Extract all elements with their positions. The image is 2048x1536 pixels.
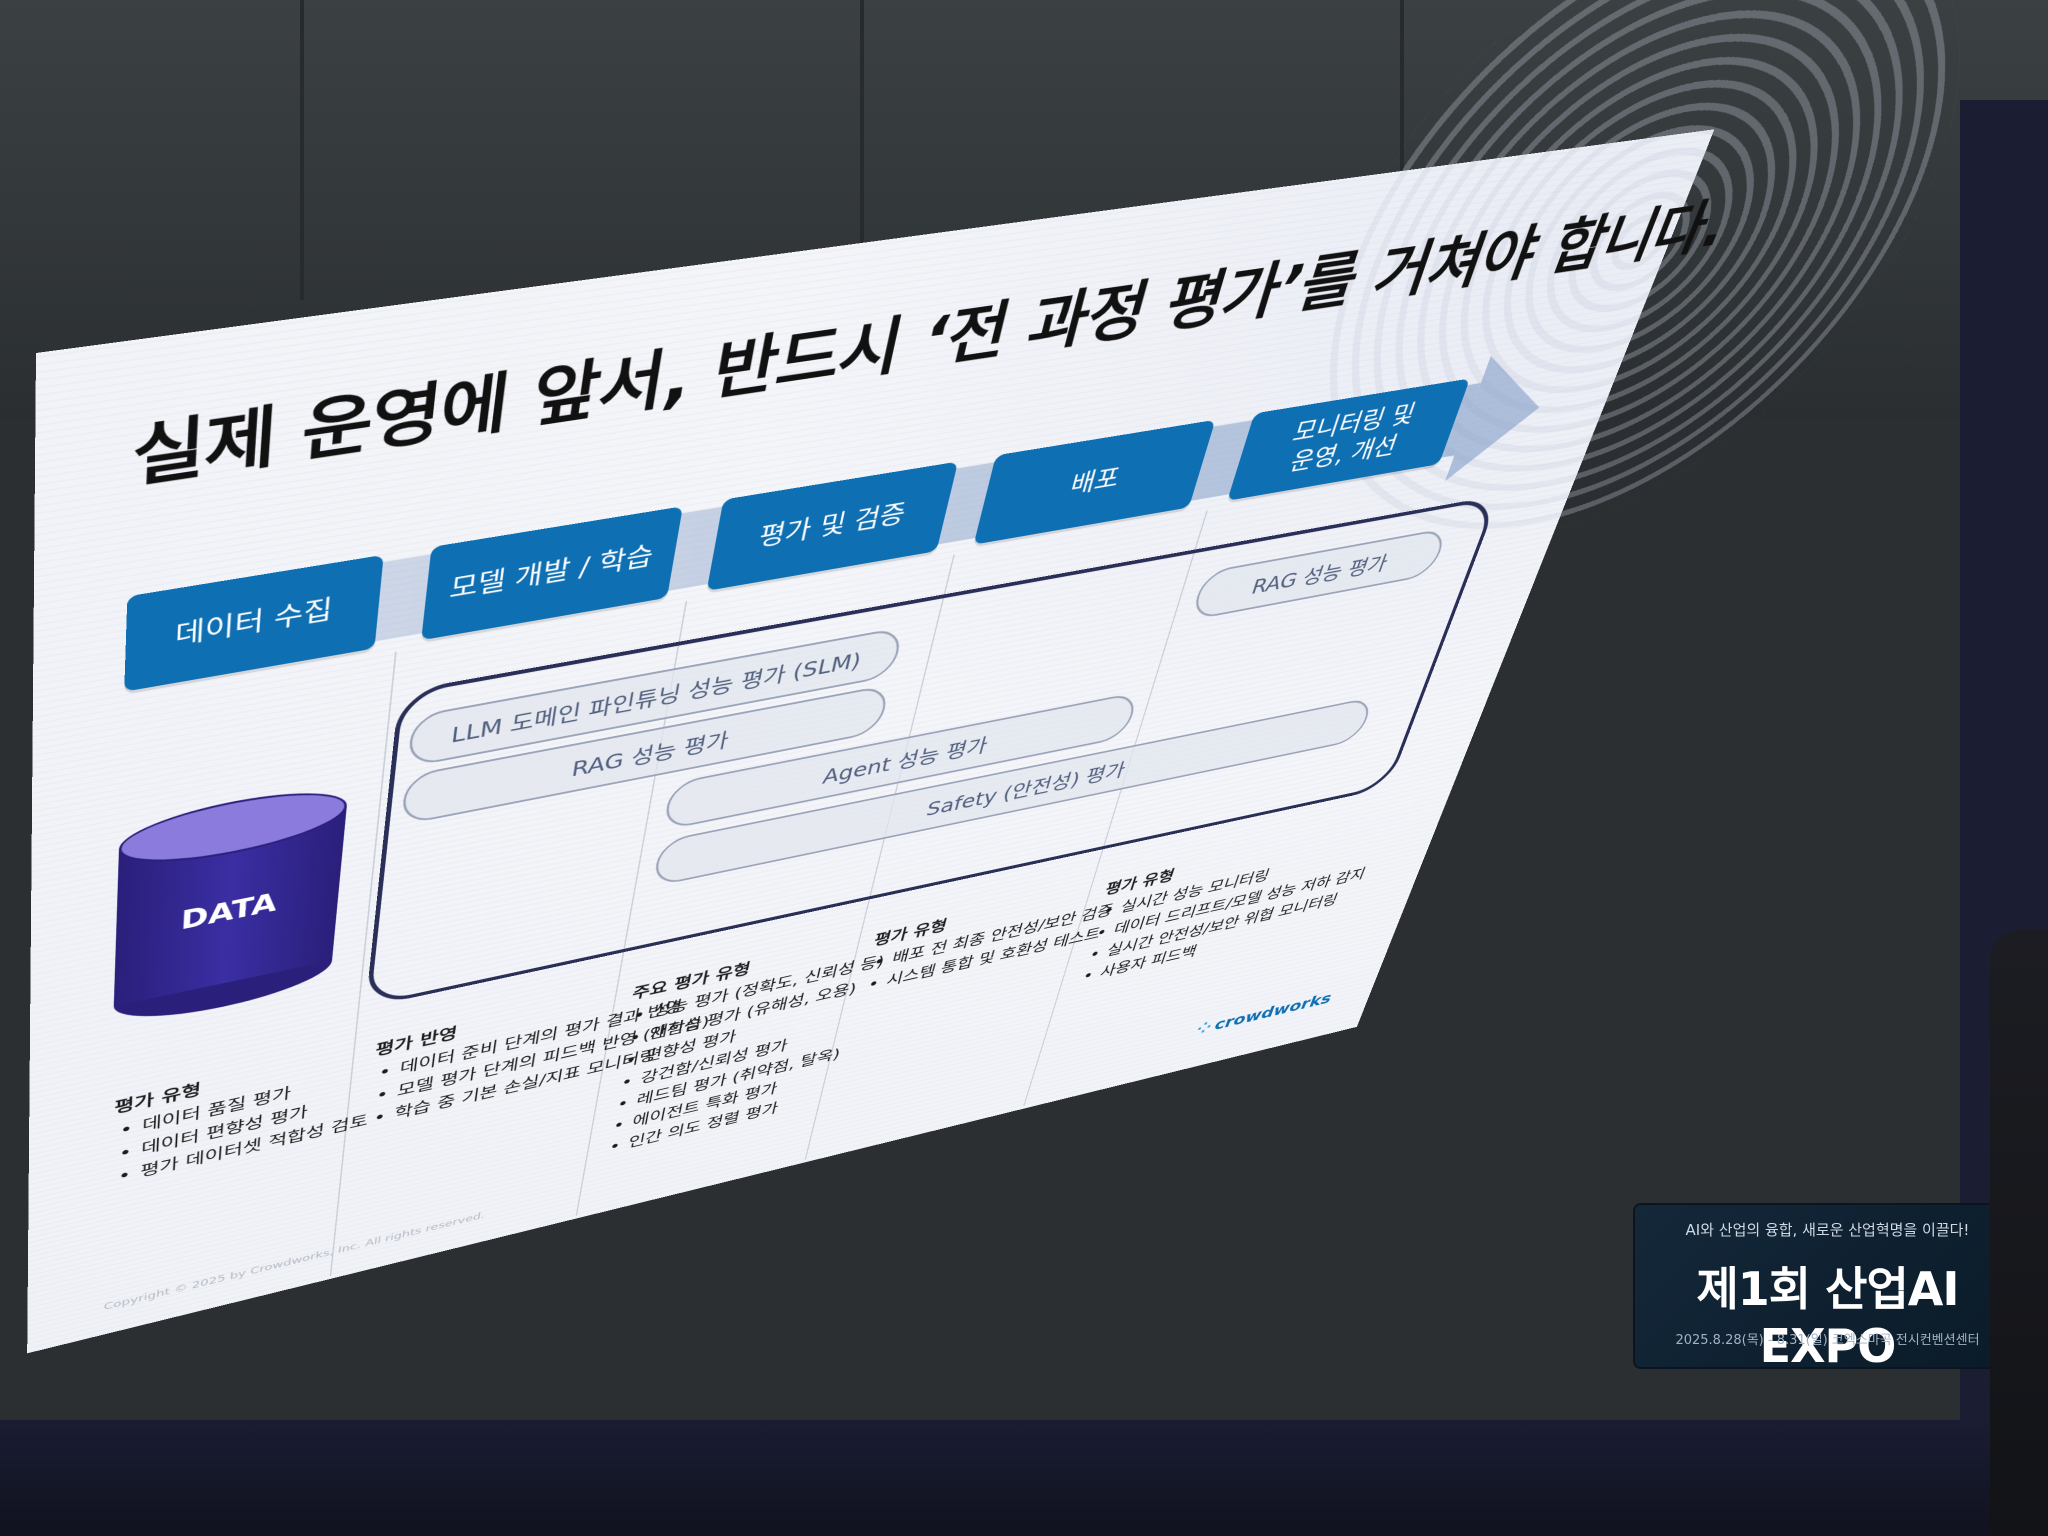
presenter-silhouette [1990,930,2048,1536]
ceiling-beam [300,0,304,300]
expo-banner: AI와 산업의 융합, 새로운 산업혁명을 이끌다! 제1회 산업AI EXPO… [1635,1205,2020,1373]
banner-title: 제1회 산업AI EXPO [1696,1262,1959,1373]
floor [0,1420,2048,1536]
ceiling-beam [1400,0,1404,300]
ceiling-beam [860,0,864,300]
banner-tagline: AI와 산업의 융합, 새로운 산업혁명을 이끌다! [1685,1221,1970,1239]
banner-date: 2025.8.28(목) - 8.31(일) 코엑스마곡 전시컨벤션센터 [1675,1333,1980,1348]
